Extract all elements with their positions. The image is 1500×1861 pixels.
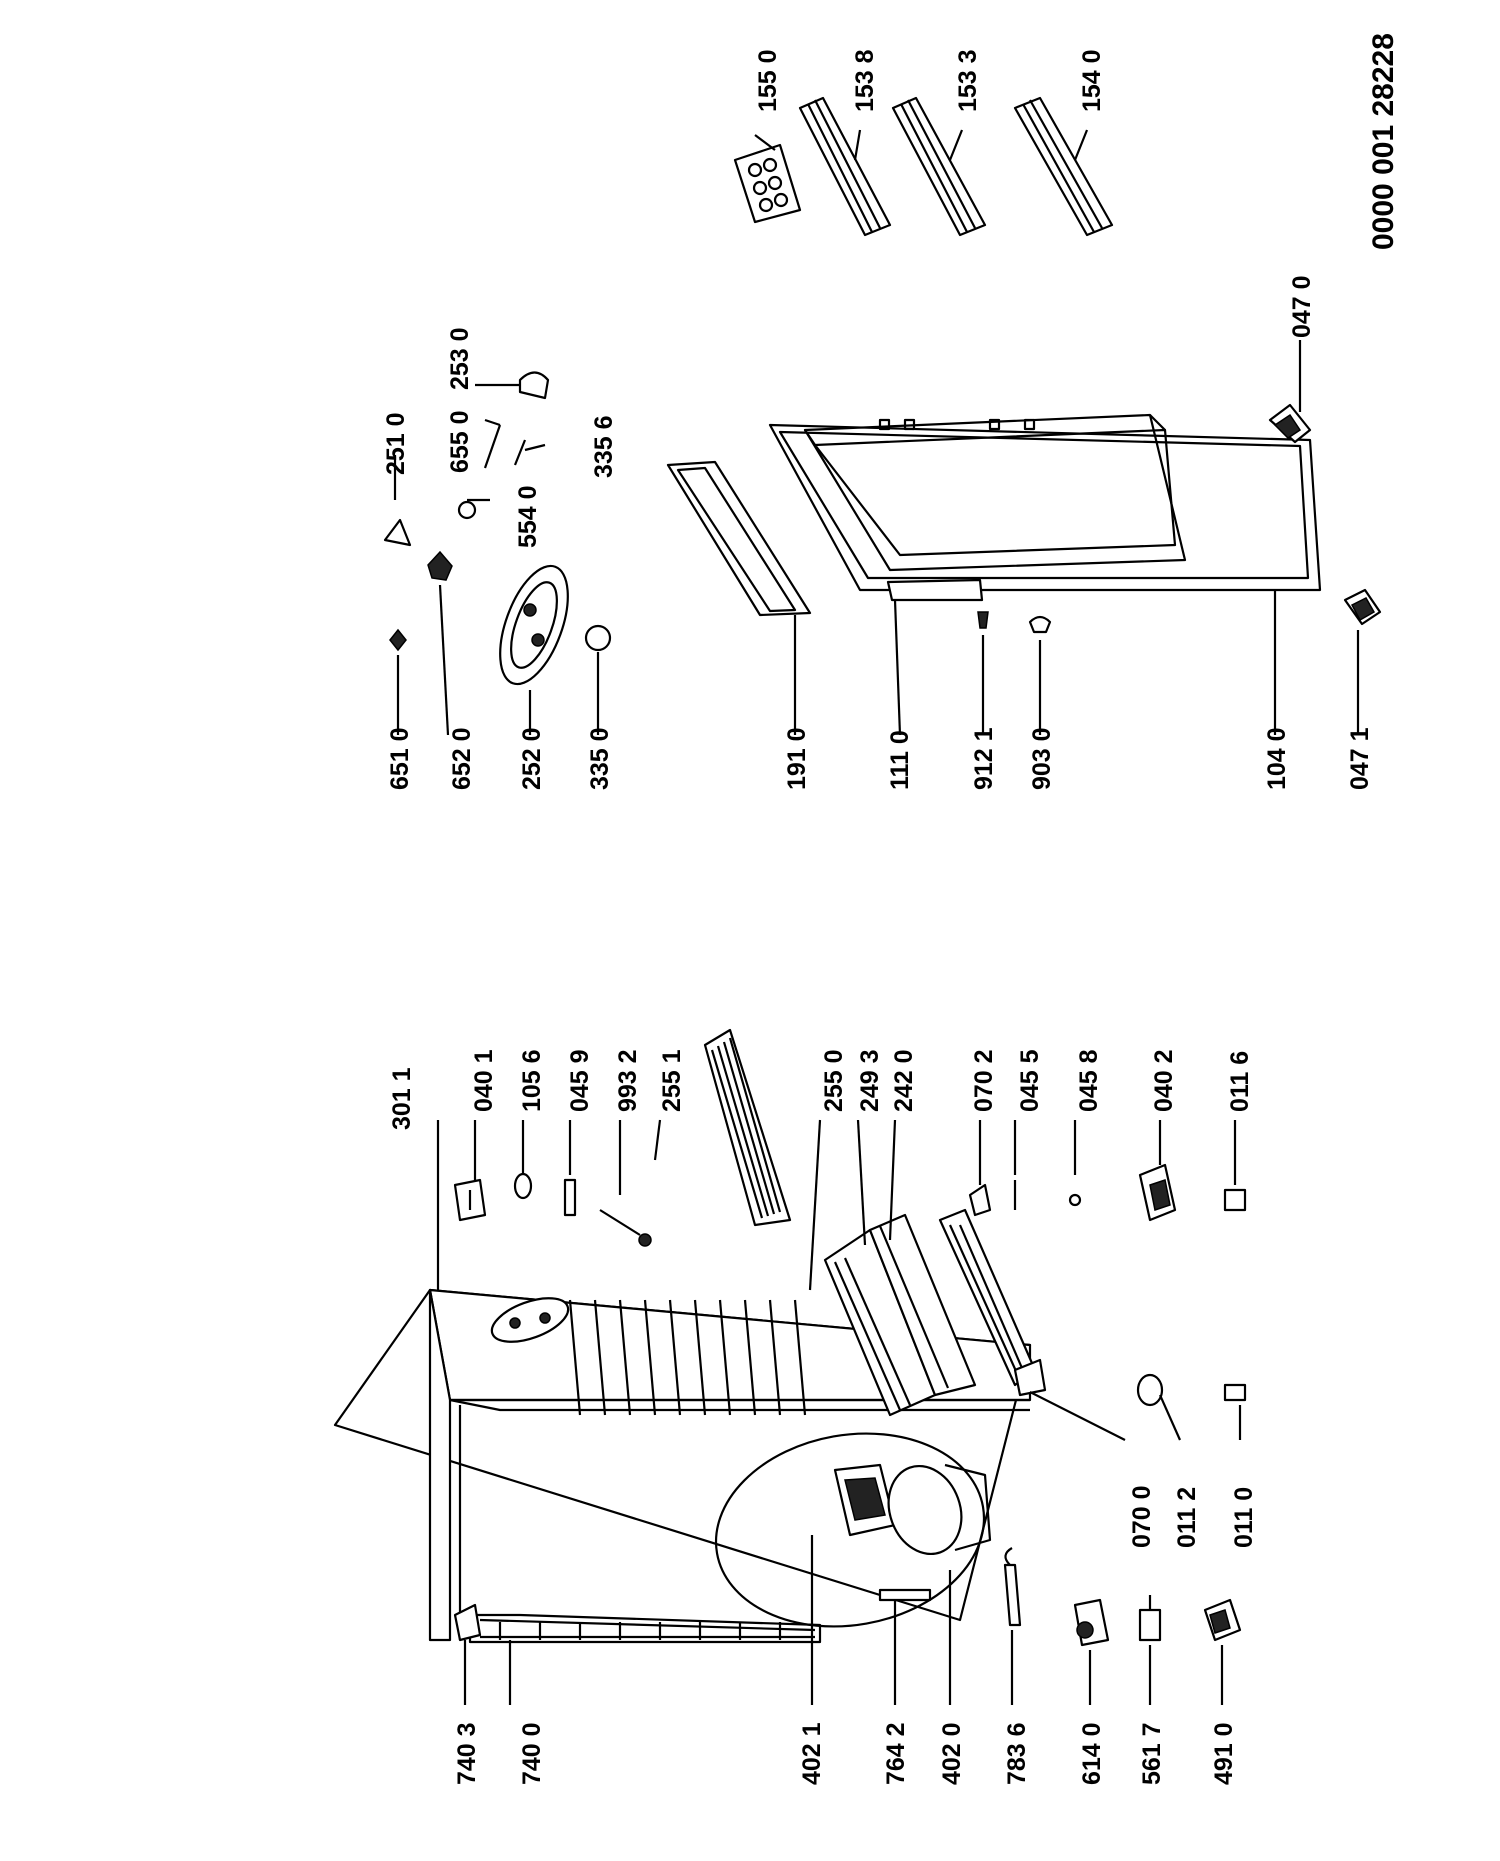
label-040-2: 040 2 [1150,1049,1178,1112]
label-040-1: 040 1 [470,1049,498,1112]
hinge-cover-0471 [1343,588,1382,735]
label-045-5: 045 5 [1016,1049,1044,1112]
label-155-0: 155 0 [754,49,782,112]
label-655-0: 655 0 [446,410,474,473]
cap-0112 [1136,1373,1182,1441]
label-105-6: 105 6 [518,1049,546,1112]
label-614-0: 614 0 [1078,1722,1106,1785]
label-047-0: 047 0 [1288,275,1316,338]
label-301-1: 301 1 [388,1067,416,1130]
bottom-cover-0702 [938,1208,1126,1441]
label-191-0: 191 0 [783,727,811,790]
label-249-3: 249 3 [856,1049,884,1112]
label-993-2: 993 2 [614,1049,642,1112]
screw-0458 [1068,1120,1082,1207]
label-011-6: 011 6 [1226,1051,1254,1112]
fixing-5617 [1138,1595,1162,1705]
label-045-8: 045 8 [1075,1049,1103,1112]
knob-3350 [584,624,612,735]
label-253-0: 253 0 [446,327,474,390]
label-242-0: 242 0 [890,1049,918,1112]
condenser-7400 [468,1613,822,1705]
label-011-0: 011 0 [1230,1487,1258,1548]
label-011-2: 011 2 [1173,1487,1201,1548]
drawing-code: 0000 001 28228 [1367,33,1400,250]
bracket-0702 [968,1120,992,1217]
label-903-0: 903 0 [1028,727,1056,790]
label-111-0: 111 0 [886,730,914,790]
label-651-0: 651 0 [386,727,414,790]
label-491-0: 491 0 [1210,1722,1238,1785]
small-part-6510 [389,628,407,735]
hinge-cover-0470 [1268,340,1312,444]
door-hinge-0401 [453,1120,487,1222]
door-seal-1910 [666,460,812,735]
screw-9121 [977,611,989,735]
label-070-2: 070 2 [970,1049,998,1112]
door-shelf-1538 [798,96,892,237]
label-153-3: 153 3 [954,49,982,112]
label-255-1: 255 1 [658,1049,686,1112]
crisper-cover-2420 [868,1119,977,1397]
interior-liner-2550 [808,1119,822,1291]
crisper-drawer-2493 [823,1119,937,1417]
capillary-7642 [878,1588,932,1705]
cap-9030 [1028,615,1052,735]
clip-7836 [1003,1547,1022,1705]
bush-1056 [513,1120,533,1200]
label-047-1: 047 1 [1346,727,1374,790]
label-402-0: 402 0 [938,1722,966,1785]
compressor-group [714,1432,992,1705]
shelf-slats [710,1037,782,1219]
label-652-0: 652 0 [448,727,476,790]
label-255-0: 255 0 [820,1049,848,1112]
thermostat-housing-2520 [499,564,569,735]
label-561-7: 561 7 [1138,1722,1166,1785]
label-252-0: 252 0 [518,727,546,790]
pin-0459 [563,1120,577,1217]
label-740-3: 740 3 [453,1722,481,1785]
foot-0110 [1223,1383,1247,1440]
label-764-2: 764 2 [882,1722,910,1785]
wire-9932 [599,1120,652,1247]
label-153-8: 153 8 [851,49,879,112]
label-912-1: 912 1 [970,727,998,790]
handle-1110 [886,578,984,736]
cover-4910 [1203,1598,1242,1705]
label-335-6: 335 6 [590,415,618,478]
label-045-9: 045 9 [566,1049,594,1112]
egg-tray [733,134,802,224]
small-part-5540 [457,498,490,520]
thermostat-on-cabinet [490,1297,570,1343]
label-104-0: 104 0 [1263,727,1291,790]
clip-7403 [453,1603,482,1705]
label-335-0: 335 0 [586,727,614,790]
label-402-1: 402 1 [798,1722,826,1785]
door-shelf-1540 [1013,96,1114,237]
label-154-0: 154 0 [1078,49,1106,112]
label-070-0: 070 0 [1128,1485,1156,1548]
glass-shelf-2551 [653,1028,792,1227]
spring-3356 [513,439,546,466]
label-740-0: 740 0 [518,1722,546,1785]
label-251-0: 251 0 [382,412,410,475]
label-783-6: 783 6 [1003,1722,1031,1785]
spring-6550 [483,418,502,469]
label-554-0: 554 0 [514,485,542,548]
relay-6140 [1073,1598,1110,1705]
knob-2530 [475,371,550,400]
door-shelf-1533 [891,96,987,237]
small-part-2510 [383,455,412,547]
foot-0116 [1223,1120,1247,1212]
door-1040 [768,413,1322,735]
shelf-rails [568,1299,807,1416]
lower-hinge-0402 [1138,1120,1177,1222]
thermostat-bracket-6520 [427,550,453,736]
